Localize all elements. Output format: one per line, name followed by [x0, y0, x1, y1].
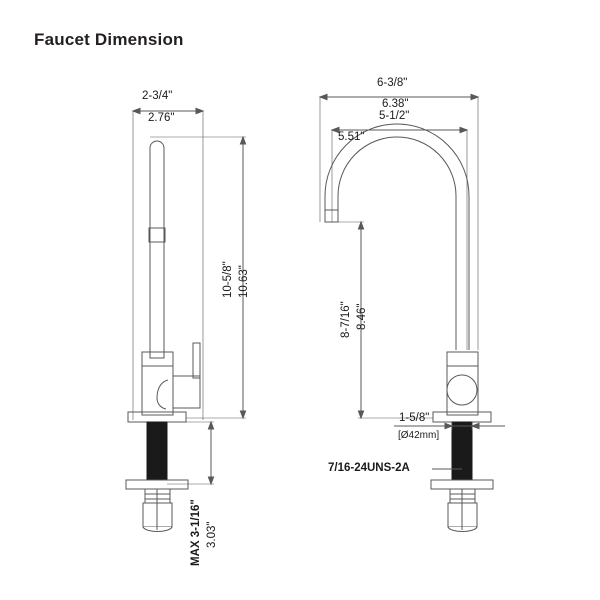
- left-spout-reach-decimal: 2.76": [148, 112, 175, 124]
- left-shank-dimension: [167, 420, 215, 486]
- right-spout-height-fraction: 8-7/16": [340, 301, 352, 338]
- left-height-decimal: 10.63": [238, 265, 250, 298]
- right-overall-width-fraction: 6-3/8": [377, 77, 408, 89]
- right-base-fraction: 1-5/8": [399, 412, 430, 424]
- page-title: Faucet Dimension: [34, 30, 184, 49]
- left-height-fraction: 10-5/8": [222, 261, 234, 298]
- right-spout-width-decimal: 5.51": [338, 131, 365, 143]
- right-overall-width-dimension: [318, 93, 480, 350]
- right-spout-width-dimension: [330, 126, 469, 350]
- right-base-dimension: [394, 422, 505, 430]
- right-faucet-geometry: [324, 123, 492, 423]
- right-spout-width-fraction: 5-1/2": [379, 110, 410, 122]
- right-spout-height-dimension: [338, 220, 433, 420]
- left-shank-decimal: 3.03": [206, 521, 218, 548]
- left-top-dimension: [131, 107, 205, 420]
- left-height-dimension: [150, 135, 247, 420]
- left-faucet-geometry: [127, 140, 201, 423]
- right-spout-height-decimal: 8.46": [356, 303, 368, 330]
- left-spout-reach-fraction: 2-3/4": [142, 90, 173, 102]
- right-mounting-hardware: [430, 421, 494, 532]
- thread-callout-label: 7/16-24UNS-2A: [328, 462, 410, 474]
- right-base-metric: [Ø42mm]: [398, 430, 440, 441]
- left-shank-max-fraction: MAX 3-1/16": [190, 499, 202, 566]
- right-overall-width-decimal: 6.38": [382, 98, 409, 110]
- left-mounting-hardware: [125, 421, 189, 532]
